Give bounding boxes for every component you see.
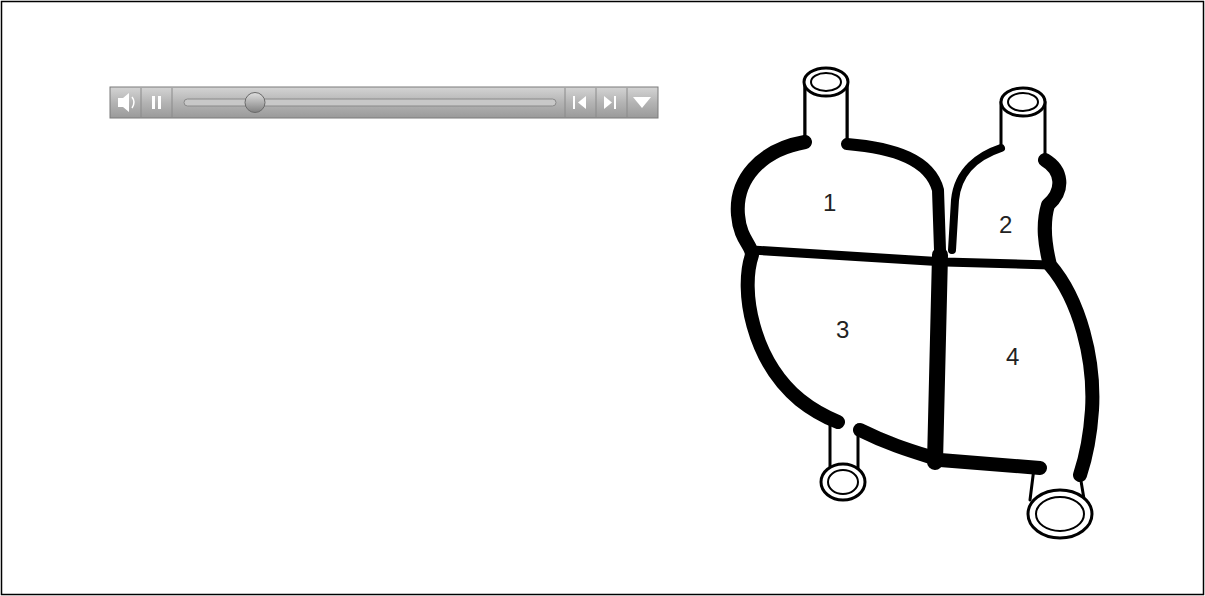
- callout-number: 2: [999, 213, 1012, 237]
- callout-number: 4: [1006, 345, 1019, 369]
- media-player-bar: [110, 87, 658, 118]
- callout-number: 3: [836, 318, 849, 342]
- heart-drawing: [738, 68, 1093, 538]
- callout-number: 1: [823, 191, 836, 215]
